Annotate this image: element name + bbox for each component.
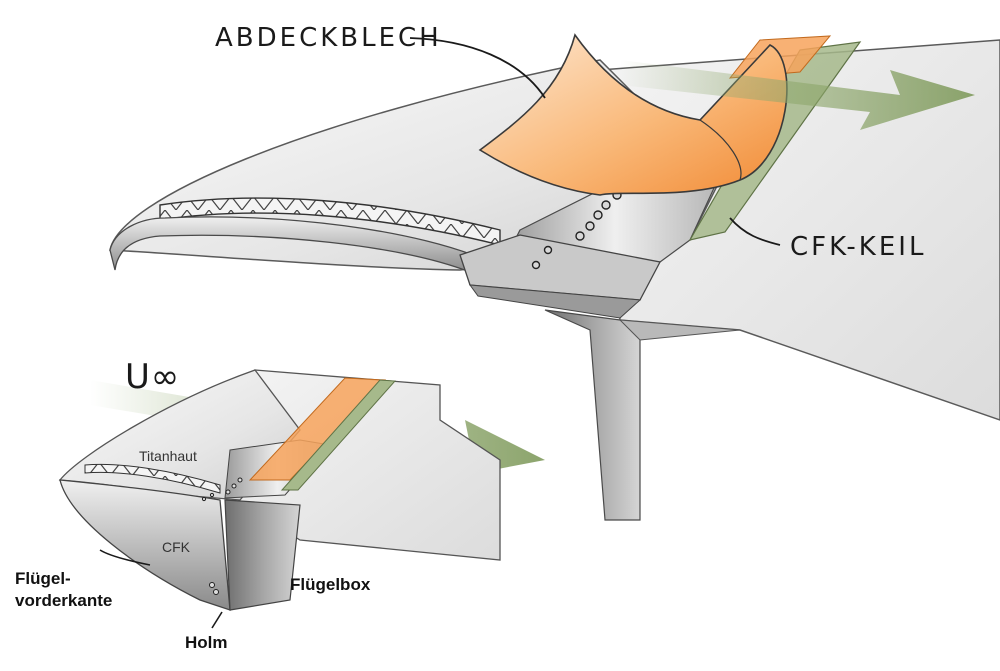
leader-abdeckblech: [409, 37, 546, 99]
leader-fluegelvorderkante: [99, 549, 151, 566]
spar-flange: [618, 319, 741, 341]
label-holm: Holm: [185, 633, 228, 652]
joint-plate: [459, 234, 661, 301]
small-rivet-row: [201, 477, 243, 595]
label-u-infinity: U∞: [125, 357, 180, 397]
small-leading-edge-cfk: [59, 479, 231, 611]
label-abdeckblech: ABDECKBLECH: [215, 23, 442, 53]
leader-cfk-keil: [729, 217, 781, 246]
small-wing-section: [58, 369, 545, 611]
flow-arrow-large: [620, 60, 975, 130]
large-wing-section: [109, 33, 1000, 521]
label-fluegelvorderkante-line2: vorderkante: [15, 591, 112, 610]
small-cfk-wedge: [280, 379, 397, 491]
label-cfk-keil: CFK-KEIL: [790, 232, 926, 262]
spar-web: [544, 309, 641, 521]
label-fluegelvorderkante-line1: Flügel-: [15, 569, 71, 588]
small-spar: [224, 499, 301, 611]
leader-holm: [211, 611, 223, 629]
joint-plate-shadow: [468, 284, 642, 319]
small-orange-stripe: [248, 377, 387, 481]
label-cfk: CFK: [162, 539, 191, 555]
label-fluegelbox: Flügelbox: [290, 575, 371, 594]
small-truss-core: [84, 463, 221, 494]
cover-sheet-fold: [699, 119, 742, 181]
label-titanhaut: Titanhaut: [139, 448, 197, 464]
rivet-row: [531, 190, 622, 270]
